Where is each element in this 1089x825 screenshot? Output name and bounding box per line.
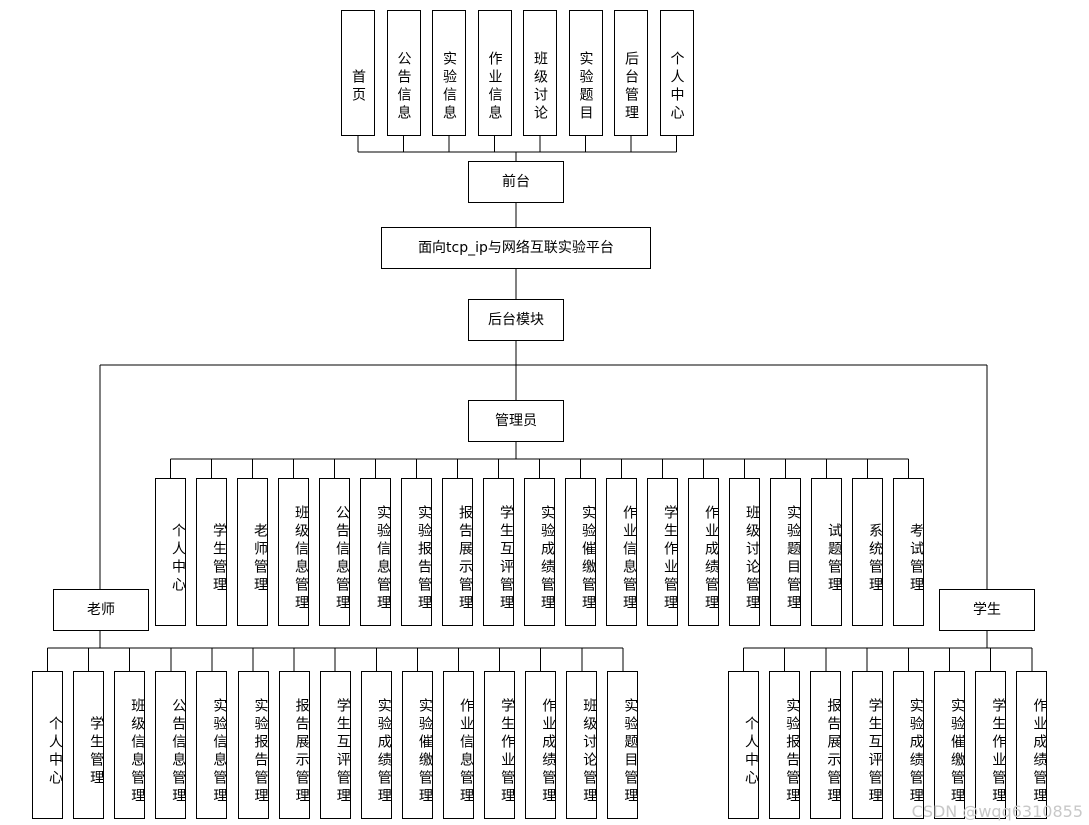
admin-item: 个人中心 [155, 478, 186, 626]
frontend-item: 实验信息 [432, 10, 466, 136]
admin-item: 报告展示管理 [442, 478, 473, 626]
teacher-item: 学生互评管理 [319, 671, 351, 819]
teacher-item: 实验成绩管理 [360, 671, 392, 819]
teacher-item: 作业信息管理 [443, 671, 474, 819]
frontend-item: 后台管理 [614, 10, 648, 136]
admin-node: 管理员 [468, 400, 564, 442]
admin-item: 学生作业管理 [647, 478, 678, 626]
student-item: 学生作业管理 [975, 671, 1007, 819]
teacher-item: 实验催缴管理 [401, 671, 433, 819]
admin-item: 老师管理 [237, 478, 268, 626]
teacher-node: 老师 [53, 589, 149, 631]
frontend-item: 首页 [341, 10, 375, 136]
root-node: 面向tcp_ip与网络互联实验平台 [381, 227, 651, 269]
admin-item: 实验催缴管理 [565, 478, 596, 626]
admin-item: 班级讨论管理 [729, 478, 760, 626]
student-item: 实验报告管理 [769, 671, 801, 819]
teacher-item: 实验报告管理 [237, 671, 269, 819]
student-item: 作业成绩管理 [1016, 671, 1048, 819]
admin-item: 学生管理 [196, 478, 227, 626]
admin-item: 试题管理 [811, 478, 842, 626]
teacher-item: 报告展示管理 [278, 671, 310, 819]
student-node: 学生 [939, 589, 1035, 631]
admin-item: 公告信息管理 [319, 478, 350, 626]
student-item: 学生互评管理 [851, 671, 883, 819]
teacher-item: 学生作业管理 [484, 671, 516, 819]
teacher-item: 学生管理 [73, 671, 105, 819]
teacher-item: 实验信息管理 [196, 671, 228, 819]
student-item: 报告展示管理 [810, 671, 842, 819]
frontend-item: 公告信息 [386, 10, 421, 136]
teacher-item: 公告信息管理 [155, 671, 187, 819]
admin-item: 实验报告管理 [401, 478, 432, 626]
frontend-item: 作业信息 [477, 10, 512, 136]
teacher-item: 作业成绩管理 [525, 671, 557, 819]
student-item: 实验催缴管理 [934, 671, 965, 819]
frontend-node: 前台 [468, 161, 564, 203]
admin-item: 班级信息管理 [278, 478, 309, 626]
admin-item: 学生互评管理 [483, 478, 514, 626]
admin-item: 考试管理 [893, 478, 924, 626]
teacher-item: 实验题目管理 [607, 671, 639, 819]
admin-item: 系统管理 [852, 478, 883, 626]
student-item: 实验成绩管理 [892, 671, 924, 819]
student-item: 个人中心 [728, 671, 759, 819]
admin-item: 作业信息管理 [606, 478, 637, 626]
teacher-item: 班级信息管理 [114, 671, 146, 819]
csdn-watermark: CSDN @wqq6310855 [911, 802, 1083, 821]
admin-item: 实验成绩管理 [524, 478, 555, 626]
frontend-item: 班级讨论 [523, 10, 557, 136]
admin-item: 实验信息管理 [360, 478, 391, 626]
frontend-item: 个人中心 [659, 10, 694, 136]
admin-item: 作业成绩管理 [688, 478, 719, 626]
admin-item: 实验题目管理 [770, 478, 801, 626]
backend-node: 后台模块 [468, 299, 564, 341]
teacher-item: 个人中心 [32, 671, 63, 819]
teacher-item: 班级讨论管理 [566, 671, 598, 819]
frontend-item: 实验题目 [568, 10, 603, 136]
